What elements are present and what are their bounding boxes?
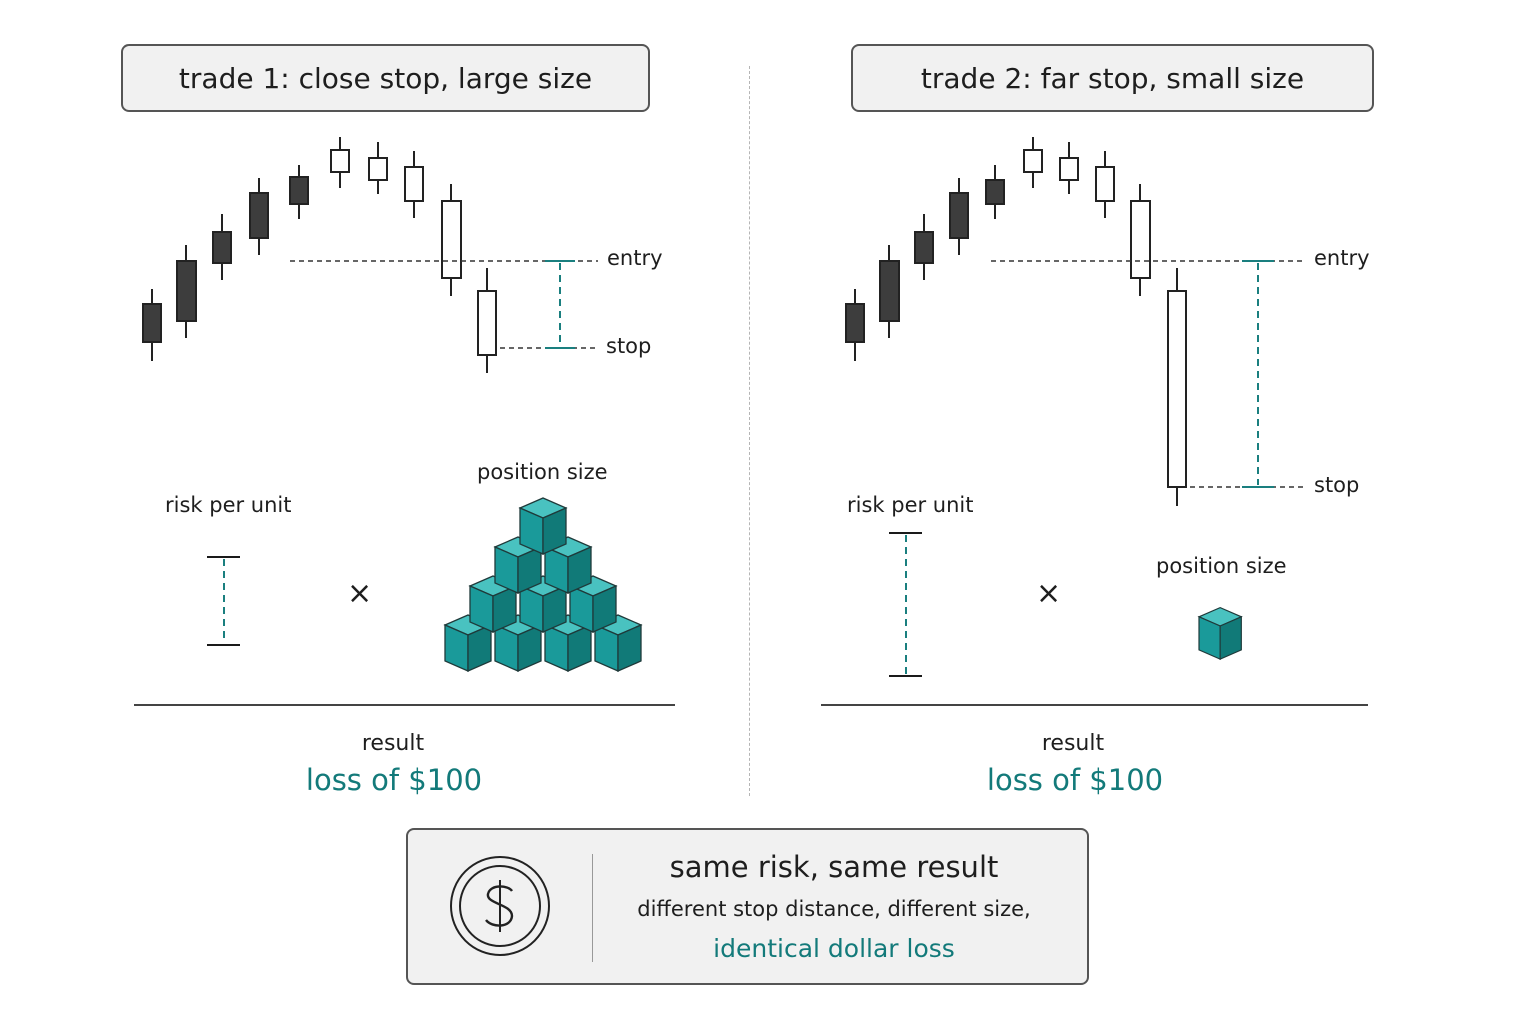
- trade2-entry-label: entry: [1314, 246, 1370, 270]
- dollar-coin-icon: [450, 856, 550, 956]
- trade2-risk-label: risk per unit: [847, 493, 974, 517]
- trade1-candlestick-chart: [142, 137, 497, 373]
- trade2-position-cube: [1198, 607, 1242, 660]
- trade2-risk-bracket: [889, 532, 922, 677]
- candle: [330, 137, 350, 188]
- summary-title: same risk, same result: [669, 850, 999, 884]
- trade2-result-value: loss of $100: [986, 763, 1164, 797]
- candle: [949, 178, 969, 255]
- trade1-stop-distance-bracket: [545, 260, 575, 349]
- candle: [1095, 151, 1115, 218]
- candle: [1167, 268, 1187, 506]
- trade1-entry-label: entry: [607, 246, 663, 270]
- trade1-position-cubes: [444, 497, 642, 672]
- candle: [142, 289, 162, 361]
- summary-box: same risk, same result different stop di…: [406, 828, 1089, 985]
- candle: [212, 214, 232, 280]
- candle: [368, 142, 388, 194]
- panel-divider: [749, 66, 750, 796]
- trade1-stop-label: stop: [606, 334, 652, 358]
- candle: [441, 184, 462, 296]
- candle: [477, 268, 497, 373]
- summary-highlight: identical dollar loss: [713, 934, 955, 963]
- candle: [1130, 184, 1151, 296]
- candle: [879, 245, 900, 338]
- candle: [1059, 142, 1079, 194]
- trade1-result-label: result: [361, 731, 425, 756]
- trade2-stop-distance-bracket: [1242, 260, 1274, 488]
- trade1-result-line: [134, 704, 675, 706]
- summary-subtitle: different stop distance, different size,: [637, 897, 1031, 921]
- candle: [176, 245, 197, 338]
- trade2-result-label: result: [1041, 731, 1105, 756]
- trade1-multiply-icon: ×: [347, 576, 373, 611]
- candle: [845, 289, 865, 361]
- candle: [1023, 137, 1043, 188]
- trade2-result-line: [821, 704, 1368, 706]
- summary-separator: [592, 854, 593, 962]
- trade2-size-label: position size: [1156, 554, 1287, 578]
- trade1-risk-bracket: [207, 556, 240, 646]
- trade1-result-value: loss of $100: [305, 763, 483, 797]
- candle: [289, 165, 309, 219]
- trade1-risk-label: risk per unit: [165, 493, 292, 517]
- candle: [249, 178, 269, 255]
- candle: [985, 165, 1005, 219]
- trade2-candlestick-chart: [845, 137, 1187, 506]
- trade1-size-label: position size: [477, 460, 608, 484]
- candle: [404, 151, 424, 218]
- trade2-multiply-icon: ×: [1036, 576, 1062, 611]
- trade2-title: trade 2: far stop, small size: [851, 44, 1374, 112]
- trade2-stop-label: stop: [1314, 473, 1360, 497]
- trade1-title: trade 1: close stop, large size: [121, 44, 650, 112]
- candle: [914, 214, 934, 280]
